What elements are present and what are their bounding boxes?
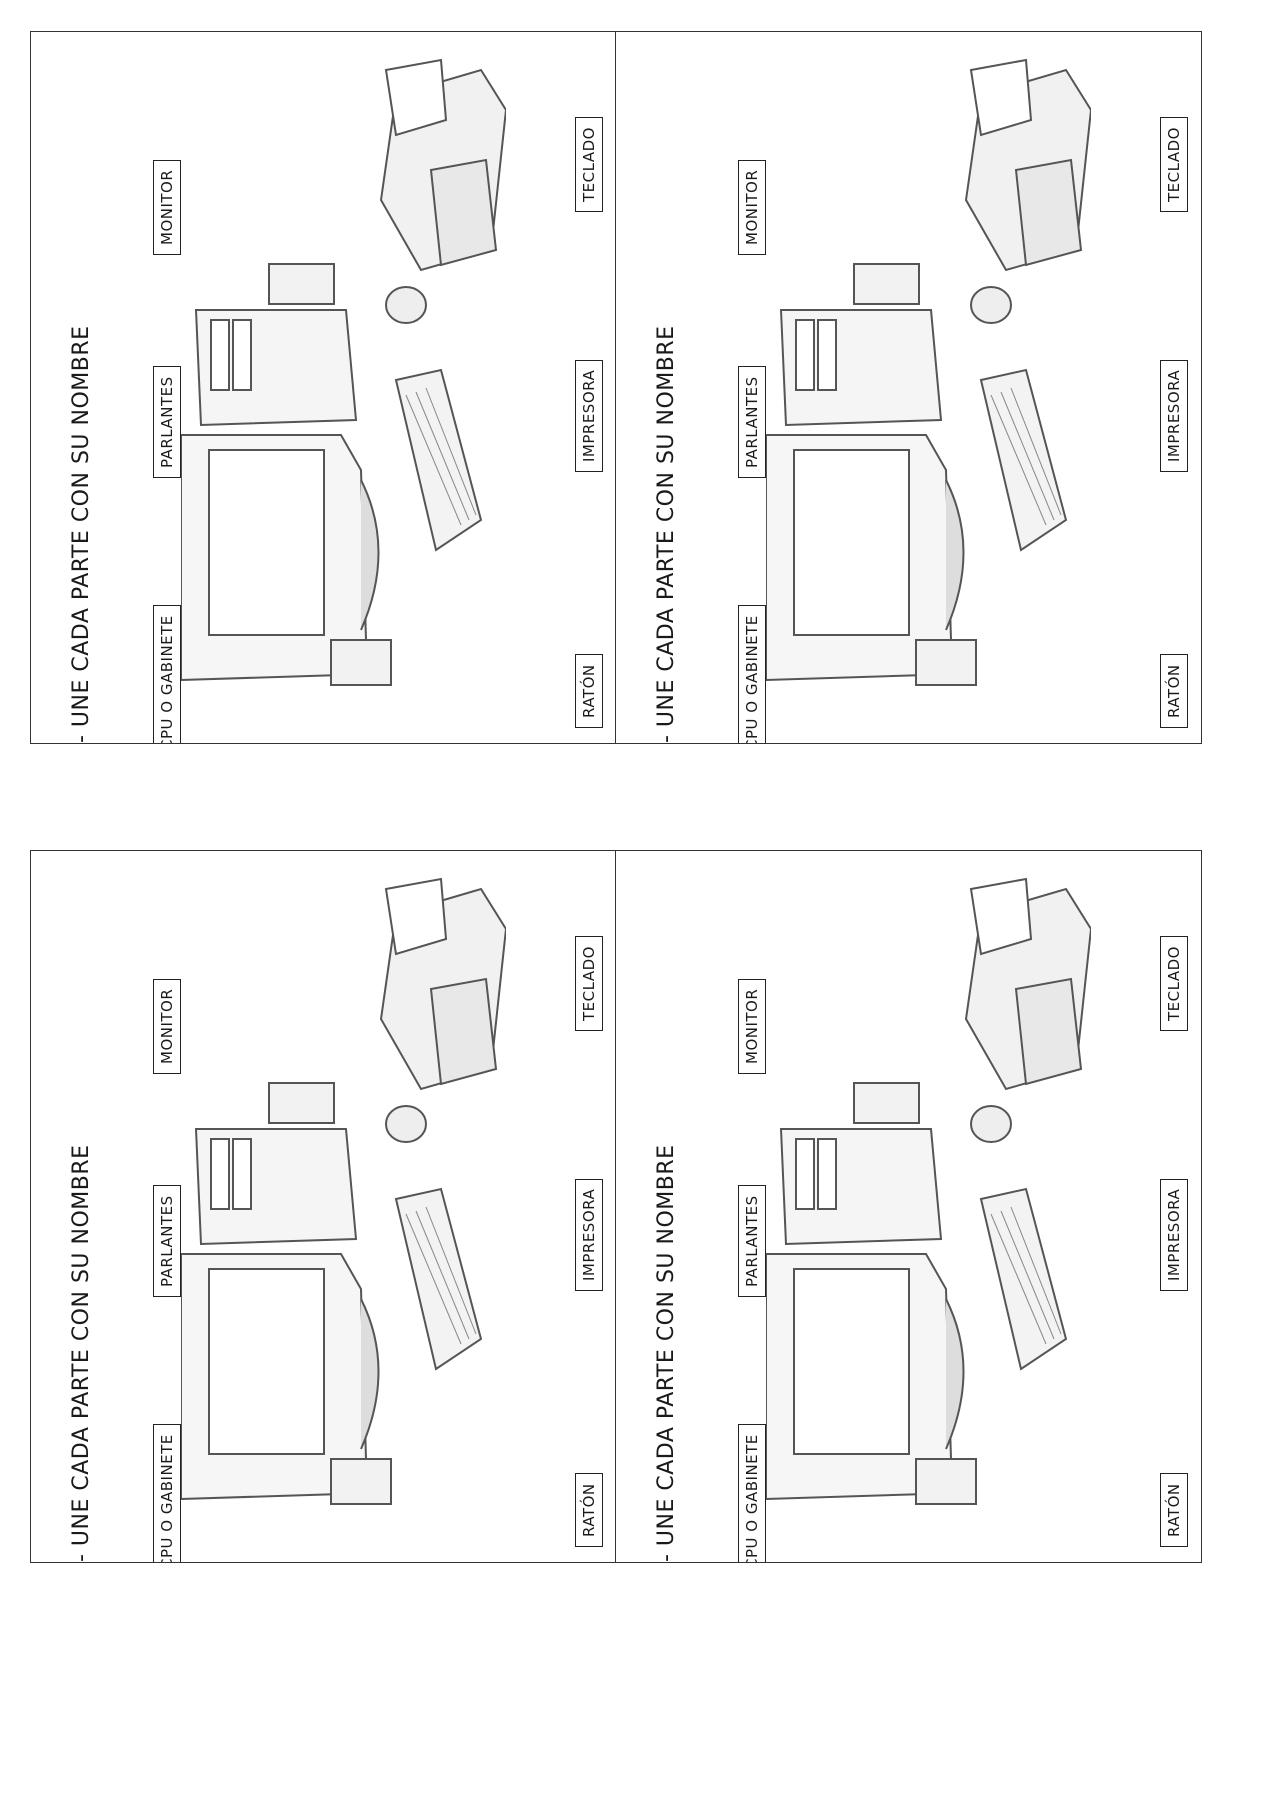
worksheet-card-3: - UNE CADA PARTE CON SU NOMBRE CPU O GAB…	[30, 850, 616, 1563]
label-keyboard: TECLADO	[575, 117, 603, 212]
label-keyboard: TECLADO	[1160, 117, 1188, 212]
label-cpu: CPU O GABINETE	[738, 605, 766, 743]
label-mouse: RATÓN	[575, 1473, 603, 1547]
instruction-title: - UNE CADA PARTE CON SU NOMBRE	[69, 1144, 94, 1562]
label-monitor: MONITOR	[738, 159, 766, 255]
label-monitor: MONITOR	[738, 978, 766, 1074]
label-cpu: CPU O GABINETE	[738, 1424, 766, 1562]
label-printer: IMPRESORA	[1160, 1178, 1188, 1291]
computer-setup-illustration	[181, 877, 506, 1505]
label-printer: IMPRESORA	[575, 359, 603, 472]
label-mouse: RATÓN	[575, 654, 603, 728]
computer-setup-illustration	[181, 58, 506, 686]
worksheet-card-2: - UNE CADA PARTE CON SU NOMBRE CPU O GAB…	[616, 31, 1202, 744]
instruction-title: - UNE CADA PARTE CON SU NOMBRE	[69, 325, 94, 743]
worksheet-card-4: - UNE CADA PARTE CON SU NOMBRE CPU O GAB…	[616, 850, 1202, 1563]
label-mouse: RATÓN	[1160, 1473, 1188, 1547]
worksheet-card-1: - UNE CADA PARTE CON SU NOMBRE CPU O GAB…	[30, 31, 616, 744]
label-mouse: RATÓN	[1160, 654, 1188, 728]
label-cpu: CPU O GABINETE	[153, 605, 181, 743]
computer-setup-illustration	[766, 877, 1091, 1505]
label-speakers: PARLANTES	[738, 366, 766, 478]
label-keyboard: TECLADO	[575, 936, 603, 1031]
label-monitor: MONITOR	[153, 159, 181, 255]
label-speakers: PARLANTES	[153, 366, 181, 478]
label-cpu: CPU O GABINETE	[153, 1424, 181, 1562]
label-printer: IMPRESORA	[575, 1178, 603, 1291]
label-speakers: PARLANTES	[738, 1185, 766, 1297]
instruction-title: - UNE CADA PARTE CON SU NOMBRE	[654, 1144, 679, 1562]
instruction-title: - UNE CADA PARTE CON SU NOMBRE	[654, 325, 679, 743]
label-monitor: MONITOR	[153, 978, 181, 1074]
label-printer: IMPRESORA	[1160, 359, 1188, 472]
label-speakers: PARLANTES	[153, 1185, 181, 1297]
computer-setup-illustration	[766, 58, 1091, 686]
label-keyboard: TECLADO	[1160, 936, 1188, 1031]
